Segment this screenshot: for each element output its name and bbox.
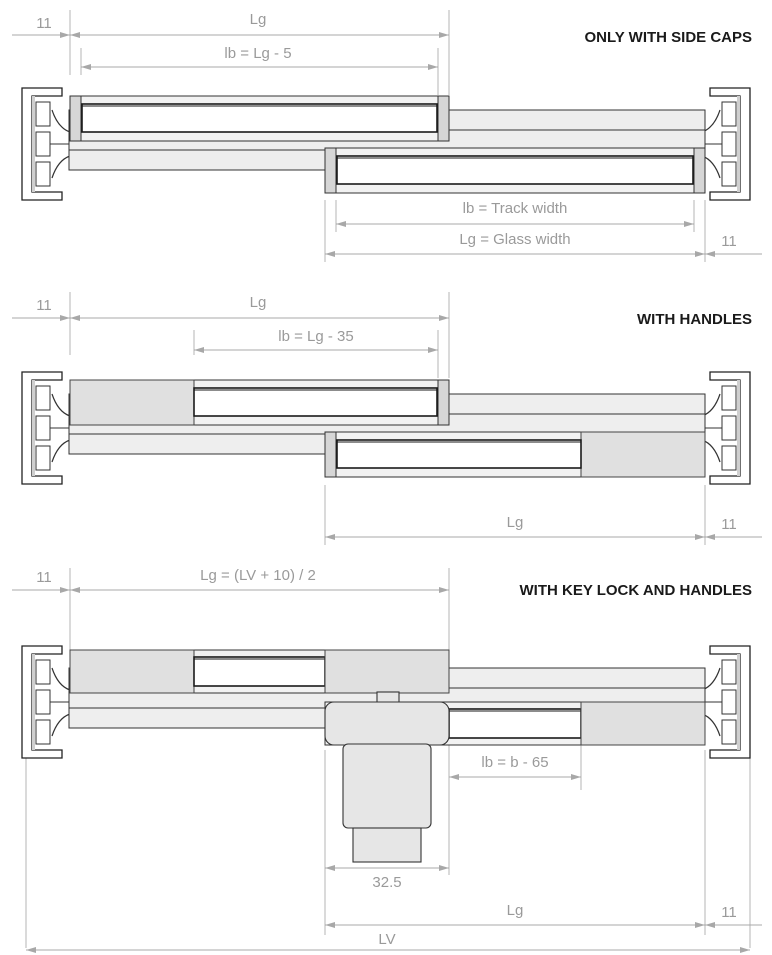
- dim-lg-top: Lg = (LV + 10) / 2: [200, 567, 316, 584]
- dim-left-offset: 11: [36, 569, 52, 586]
- dim-lb-top: lb = Lg - 5: [224, 45, 291, 62]
- track-assembly: [21, 645, 751, 863]
- dim-lg-bottom: Lg: [507, 902, 524, 919]
- section-handles: WITH HANDLES 11 Lg lb = Lg - 35: [12, 292, 762, 545]
- section-title: WITH KEY LOCK AND HANDLES: [520, 582, 753, 599]
- dim-lg-top: Lg: [250, 11, 267, 28]
- dim-left-offset: 11: [36, 15, 52, 32]
- handle: [580, 431, 706, 478]
- dim-right-offset: 11: [721, 233, 737, 250]
- section-title: WITH HANDLES: [637, 311, 752, 328]
- dim-lg-top: Lg: [250, 294, 267, 311]
- dim-right-offset: 11: [721, 516, 737, 533]
- dim-lv: LV: [378, 931, 395, 948]
- dim-lock-width: 32.5: [372, 874, 401, 891]
- handle: [69, 649, 195, 694]
- dim-lb-bottom: lb = Track width: [463, 200, 568, 217]
- dim-right-offset: 11: [721, 904, 737, 921]
- section-key-lock: WITH KEY LOCK AND HANDLES 11 Lg = (LV + …: [12, 567, 762, 953]
- handle: [580, 701, 706, 746]
- handle: [69, 379, 195, 426]
- dim-lg-bottom: Lg = Glass width: [459, 231, 570, 248]
- track-assembly: [21, 87, 751, 201]
- dim-lg-bottom: Lg: [507, 514, 524, 531]
- handle: [324, 649, 450, 694]
- track-assembly: [21, 371, 751, 485]
- section-title: ONLY WITH SIDE CAPS: [584, 29, 752, 46]
- section-side-caps: ONLY WITH SIDE CAPS 11 Lg lb = Lg - 5: [12, 10, 762, 262]
- dim-lb-top: lb = Lg - 35: [278, 328, 353, 345]
- key-lock: [324, 691, 450, 863]
- dim-left-offset: 11: [36, 297, 52, 314]
- dim-lb-mid: lb = b - 65: [481, 754, 548, 771]
